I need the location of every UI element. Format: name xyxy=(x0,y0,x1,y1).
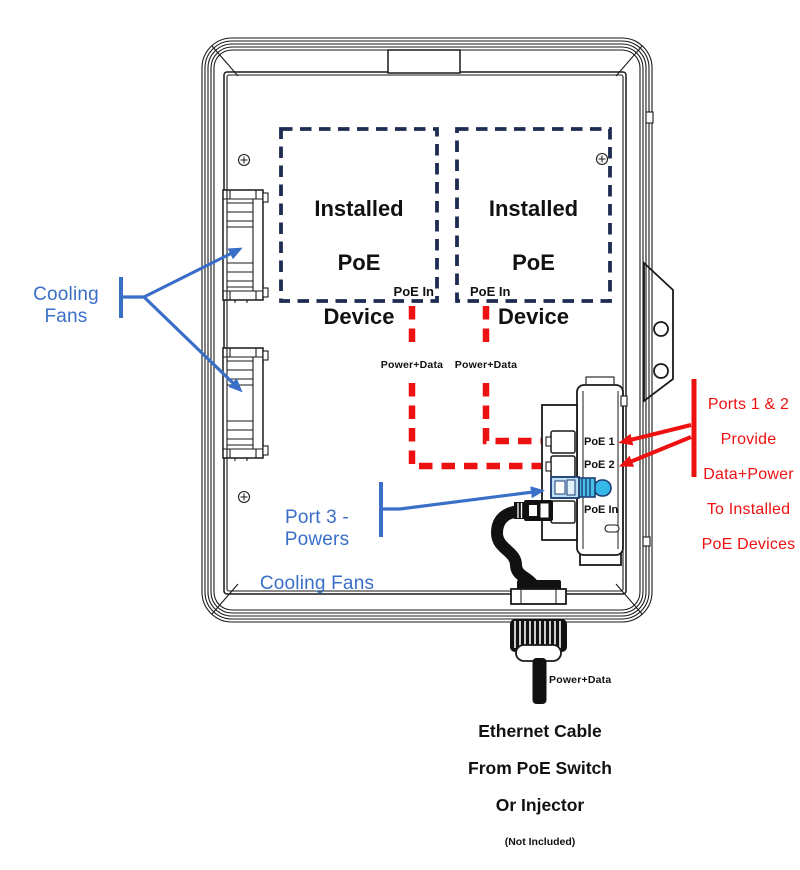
installed-device-1-line: Installed xyxy=(314,196,404,221)
lid-latch-nub xyxy=(645,111,654,124)
installed-device-2-outline xyxy=(455,127,612,303)
poe-cable-red-1 xyxy=(408,306,542,470)
poe-in-connector xyxy=(514,500,553,521)
installed-device-2-line: Installed xyxy=(488,196,579,221)
caption-note: (Not Included) xyxy=(504,835,576,848)
port3-note-line: Cooling Fans xyxy=(259,573,375,594)
caption-line: Ethernet Cable xyxy=(478,720,602,741)
corner-seam xyxy=(211,583,239,615)
blue-arrow-fan2 xyxy=(142,295,243,393)
power-data-label-bottom: Power+Data xyxy=(549,674,612,686)
diagram-canvas xyxy=(119,37,697,704)
block-slot xyxy=(604,524,620,533)
red-arrow-poe2 xyxy=(618,435,692,467)
poe-in-patch-cable xyxy=(490,505,539,591)
corner-seam xyxy=(615,583,643,615)
ports-note-line: Provide xyxy=(720,430,777,448)
enclosure-body xyxy=(201,37,654,623)
port-poe-in xyxy=(550,500,576,524)
cooling-fan-1 xyxy=(222,189,269,303)
port3-callout xyxy=(379,482,545,537)
device1-poe-in-label: PoE In xyxy=(393,284,434,299)
caption-line: From PoE Switch xyxy=(468,757,612,778)
cooling-fans-callout xyxy=(119,247,243,393)
poe-cable-red-2 xyxy=(482,306,542,445)
corner-seam xyxy=(615,45,643,77)
cable-gland xyxy=(510,580,567,662)
top-hinge-tab xyxy=(387,49,461,74)
ports-note-line: Ports 1 & 2 xyxy=(707,395,790,413)
lid-latch-nub xyxy=(642,536,651,547)
ethernet-cable-caption: Ethernet Cable From PoE Switch Or Inject… xyxy=(440,703,640,870)
port3-note-line: Port 3 - Powers xyxy=(284,507,350,550)
port3-note-label: Port 3 - Powers Cooling Fans xyxy=(252,485,382,617)
corner-seam xyxy=(211,45,239,77)
ports-note-line: To Installed xyxy=(706,500,791,518)
port-poe2 xyxy=(545,455,576,478)
blue-arrow-port3 xyxy=(381,486,545,511)
ports-note-line: PoE Devices xyxy=(701,535,796,553)
power-data-label-1: Power+Data xyxy=(380,359,444,371)
poe1-port-label: PoE 1 xyxy=(584,436,615,448)
red-arrow-poe1 xyxy=(618,423,692,446)
installed-device-1-outline xyxy=(279,127,439,303)
screw-icon xyxy=(237,490,251,504)
enclosure-inner-panel xyxy=(211,45,643,615)
cooling-fan-2 xyxy=(222,347,269,461)
installed-device-1-label: Installed PoE Device xyxy=(281,168,437,357)
bracket-hole xyxy=(653,363,669,379)
poe-port-block xyxy=(541,376,628,566)
installed-device-1-line: Device xyxy=(323,304,395,329)
installed-device-2-line: Device xyxy=(498,304,569,329)
screw-icon xyxy=(595,152,609,166)
port3-connector xyxy=(550,476,612,499)
poe2-port-label: PoE 2 xyxy=(584,459,615,471)
installed-device-2-label: Installed PoE Device xyxy=(457,168,610,357)
ethernet-cable xyxy=(532,658,547,704)
poe-in-port-label: PoE In xyxy=(584,504,619,516)
ports-note-line: Data+Power xyxy=(703,465,794,483)
power-data-label-2: Power+Data xyxy=(454,359,518,371)
blue-arrow-fan1 xyxy=(143,247,243,299)
caption-line: Or Injector xyxy=(495,794,585,815)
installed-device-1-line: PoE xyxy=(337,250,381,275)
ports-1-2-note-label: Ports 1 & 2 Provide Data+Power To Instal… xyxy=(697,378,800,571)
bracket-hole xyxy=(653,321,669,337)
installed-device-2-line: PoE xyxy=(512,250,555,275)
cooling-fans-label: Cooling Fans xyxy=(33,284,99,327)
poe-enclosure-diagram: Cooling Fans Installed PoE Device Instal… xyxy=(33,37,800,848)
ports-note-callout xyxy=(618,379,697,477)
mounting-bracket xyxy=(643,260,674,403)
screw-icon xyxy=(237,153,251,167)
device2-poe-in-label: PoE In xyxy=(470,284,511,299)
port-poe1 xyxy=(545,430,576,454)
